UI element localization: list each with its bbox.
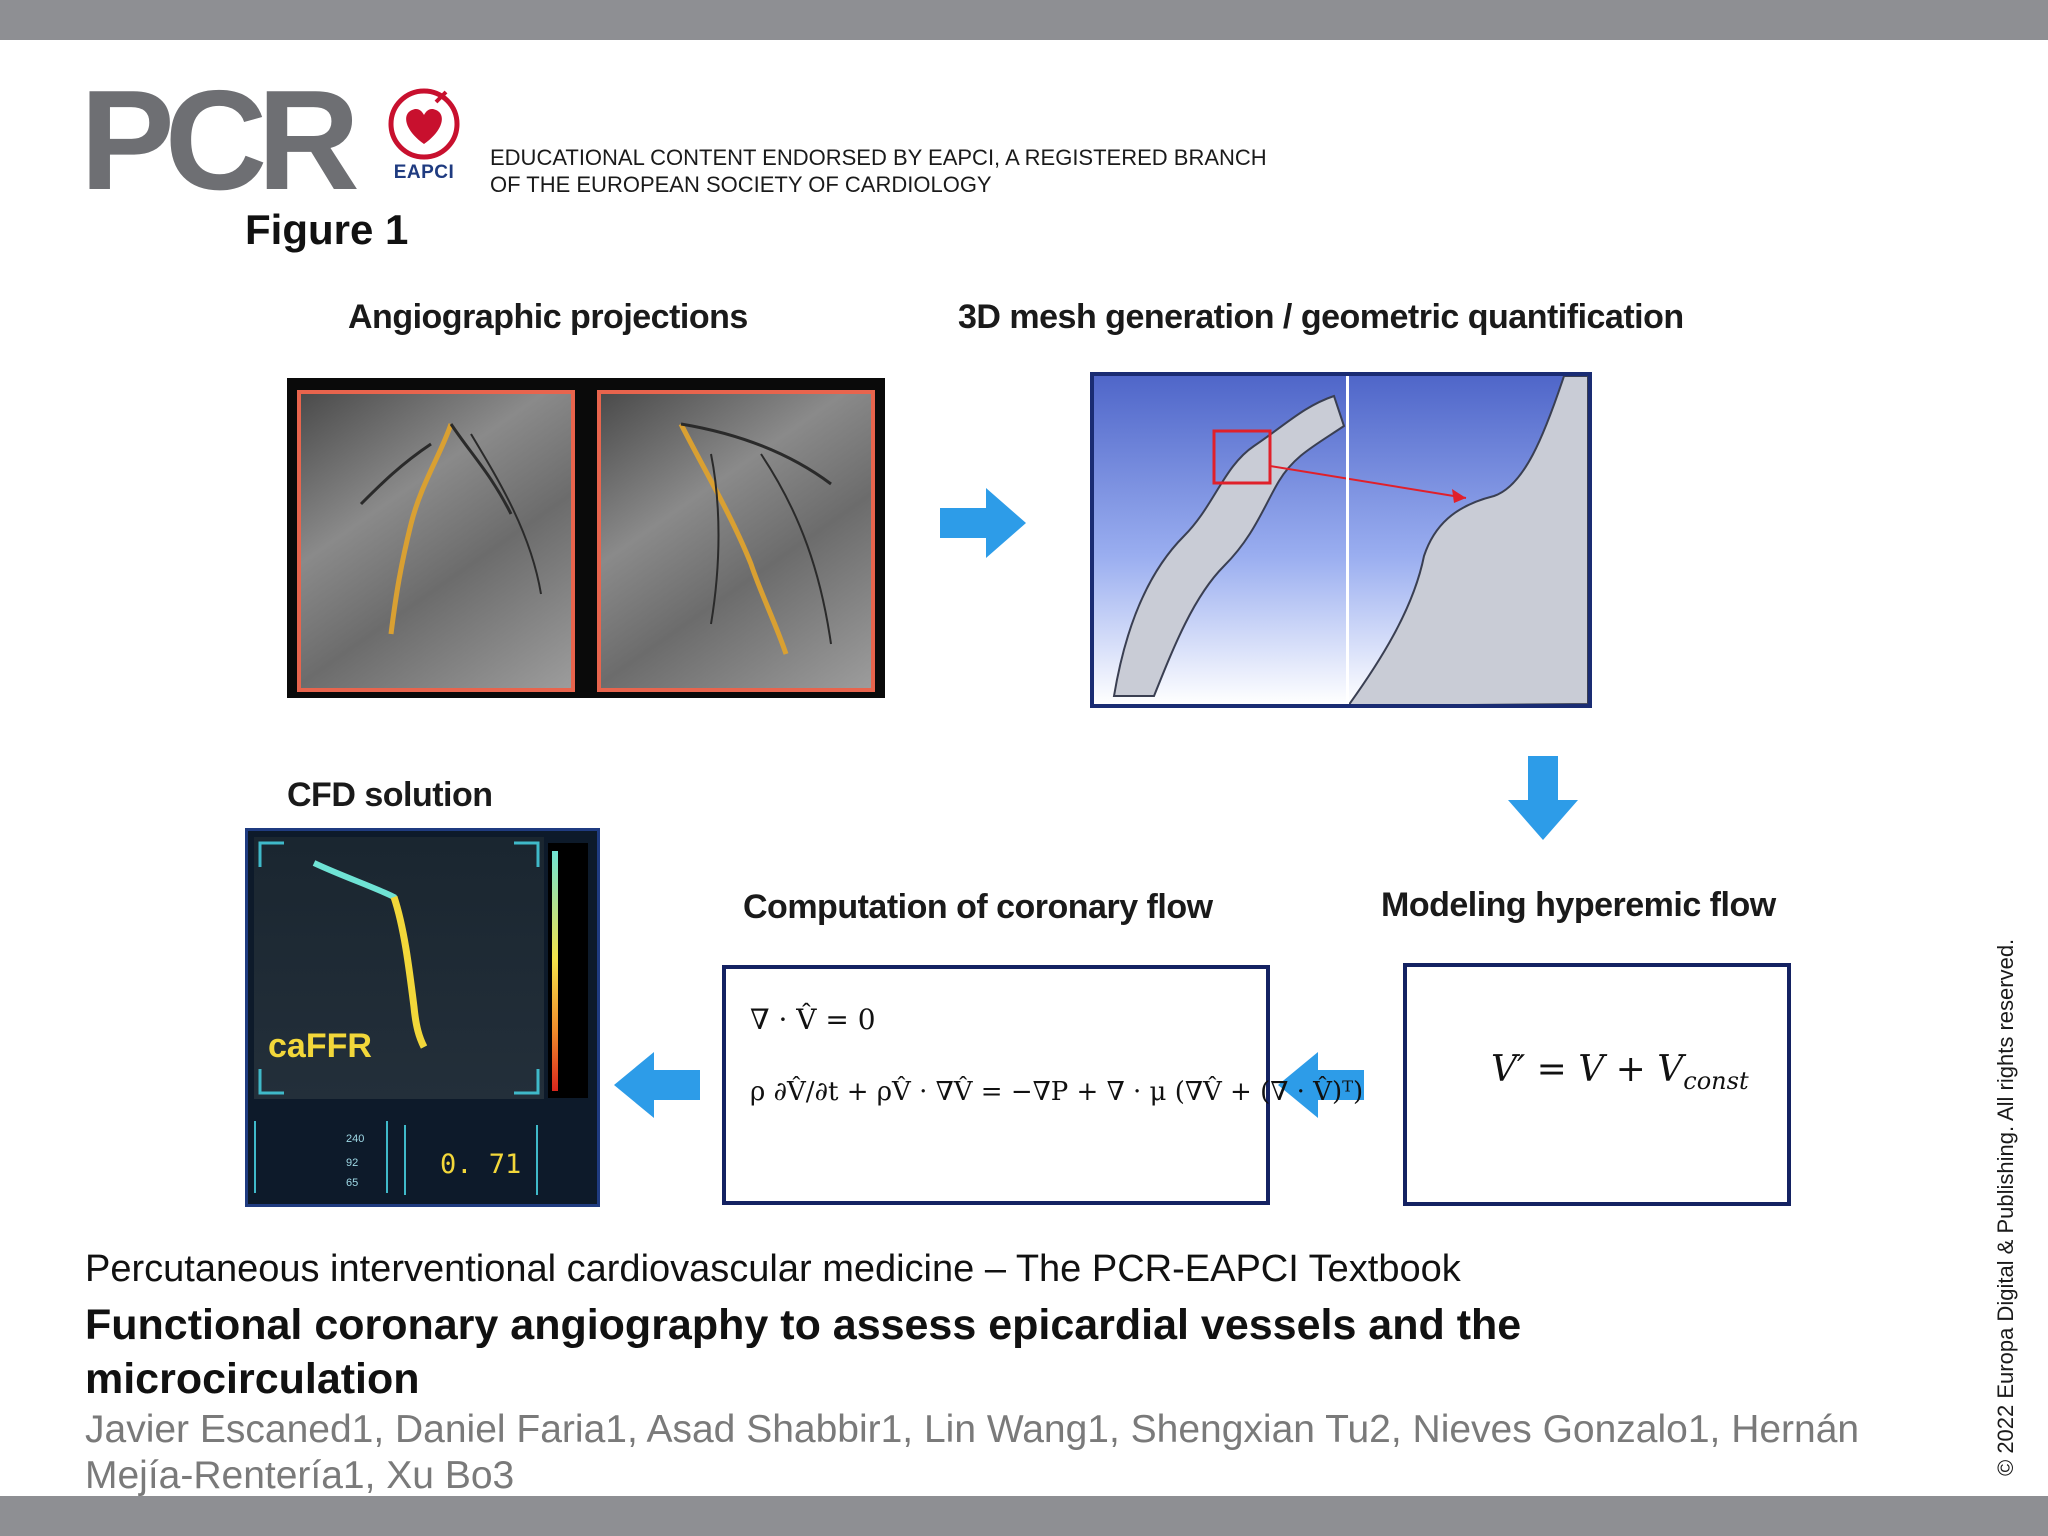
mesh-divider	[1346, 376, 1349, 704]
cfd-view: caFFR	[254, 837, 544, 1099]
bottom-band	[0, 1496, 2048, 1536]
cfd-title: CFD solution	[287, 776, 493, 815]
computation-title: Computation of coronary flow	[743, 888, 1213, 927]
top-band	[0, 0, 2048, 40]
mesh-title: 3D mesh generation / geometric quantific…	[958, 298, 1684, 337]
copyright-notice: © 2022 Europa Digital & Publishing. All …	[1993, 939, 2019, 1476]
mesh-image	[1090, 372, 1592, 708]
cfd-image: caFFR 240 92 65 0. 71	[245, 828, 600, 1207]
angiographic-title: Angiographic projections	[348, 298, 748, 337]
eapci-logo: EAPCI	[384, 84, 464, 194]
angiogram-right	[597, 390, 875, 692]
cfd-label: caFFR	[268, 1027, 372, 1066]
equation-box-computation: ∇ · V̂ = 0 ρ ∂V̂/∂t + ρV̂ · ∇V̂ = −∇P + …	[722, 965, 1270, 1205]
authors: Javier Escaned1, Daniel Faria1, Asad Sha…	[85, 1407, 1945, 1499]
cfd-result-value: 0. 71	[440, 1149, 521, 1180]
arrow-left-icon	[614, 1052, 700, 1118]
endorsement-line-2: OF THE EUROPEAN SOCIETY OF CARDIOLOGY	[490, 171, 1267, 198]
angiographic-image	[287, 378, 885, 698]
colorbar-gradient	[552, 851, 558, 1091]
cfd-stats: 240 92 65	[254, 1121, 388, 1193]
cfd-colorbar	[548, 843, 588, 1098]
cfd-result: 0. 71	[404, 1125, 538, 1195]
momentum-equation: ρ ∂V̂/∂t + ρV̂ · ∇V̂ = −∇P + ∇ · μ (∇V̂ …	[750, 1077, 1363, 1107]
angiogram-left	[297, 390, 575, 692]
stat-value-3: 65	[346, 1177, 358, 1189]
heart-icon	[384, 84, 464, 160]
modeling-title: Modeling hyperemic flow	[1381, 886, 1776, 925]
equation-box-modeling: V′ = V + Vconst	[1403, 963, 1791, 1206]
hyperemic-equation-main: V′ = V + V	[1491, 1049, 1683, 1090]
chapter-title: Functional coronary angiography to asses…	[85, 1298, 1705, 1406]
endorsement-text: EDUCATIONAL CONTENT ENDORSED BY EAPCI, A…	[490, 144, 1267, 198]
stat-value-1: 240	[346, 1133, 364, 1145]
hyperemic-equation: V′ = V + Vconst	[1491, 1049, 1749, 1095]
figure-label: Figure 1	[245, 206, 408, 254]
arrow-down-icon	[1508, 756, 1578, 840]
pcr-logo: PCR	[80, 70, 350, 212]
book-title: Percutaneous interventional cardiovascul…	[85, 1248, 1461, 1291]
endorsement-line-1: EDUCATIONAL CONTENT ENDORSED BY EAPCI, A…	[490, 144, 1267, 171]
eapci-text: EAPCI	[384, 162, 464, 184]
continuity-equation: ∇ · V̂ = 0	[750, 1003, 876, 1036]
hyperemic-subscript: const	[1683, 1067, 1748, 1095]
arrow-right-icon	[940, 488, 1026, 558]
stat-value-2: 92	[346, 1157, 358, 1169]
